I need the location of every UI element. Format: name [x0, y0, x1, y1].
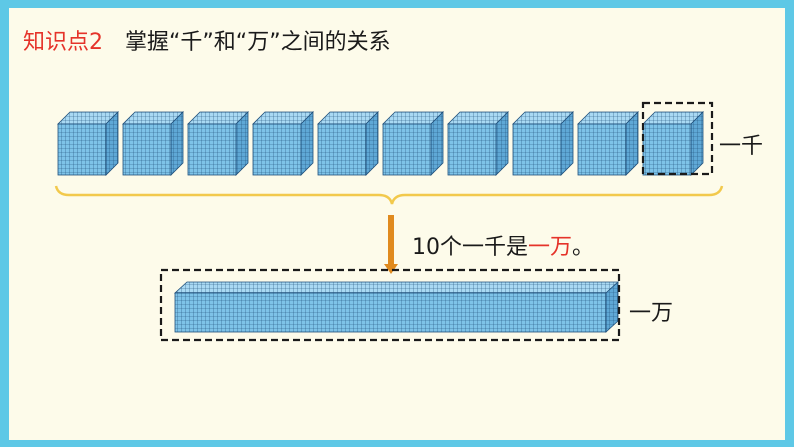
sentence-highlight: 一万: [528, 235, 573, 260]
sentence-prefix: 10个一千是: [412, 235, 528, 260]
thousand-cube: [187, 111, 249, 176]
thousand-cube: [317, 111, 379, 176]
thousand-cube: [252, 111, 314, 176]
slide: 知识点2 掌握“千”和“万”之间的关系: [9, 8, 785, 440]
sentence-suffix: 。: [572, 235, 595, 260]
knowledge-point-label: 知识点2: [23, 30, 103, 55]
thousand-cube: [447, 111, 509, 176]
brace: [54, 185, 724, 205]
sentence: 10个一千是一万。: [412, 229, 594, 261]
thousand-cube: [382, 111, 444, 176]
label-ten-thousand: 一万: [629, 301, 674, 326]
thousand-cube: [577, 111, 639, 176]
illustration: [54, 101, 724, 342]
highlight-box-thousand: [641, 101, 714, 176]
page-title: 掌握“千”和“万”之间的关系: [125, 30, 391, 55]
thousand-cube: [57, 111, 119, 176]
thousand-cube: [512, 111, 574, 176]
title-row: 知识点2 掌握“千”和“万”之间的关系: [23, 20, 391, 60]
down-arrow: [384, 215, 398, 274]
ten-thousand-block: [173, 281, 620, 333]
thousand-cube: [122, 111, 184, 176]
thousand-cubes-row: [57, 111, 704, 176]
label-one-thousand: 一千: [719, 134, 764, 159]
thousand-cube: [642, 111, 704, 176]
